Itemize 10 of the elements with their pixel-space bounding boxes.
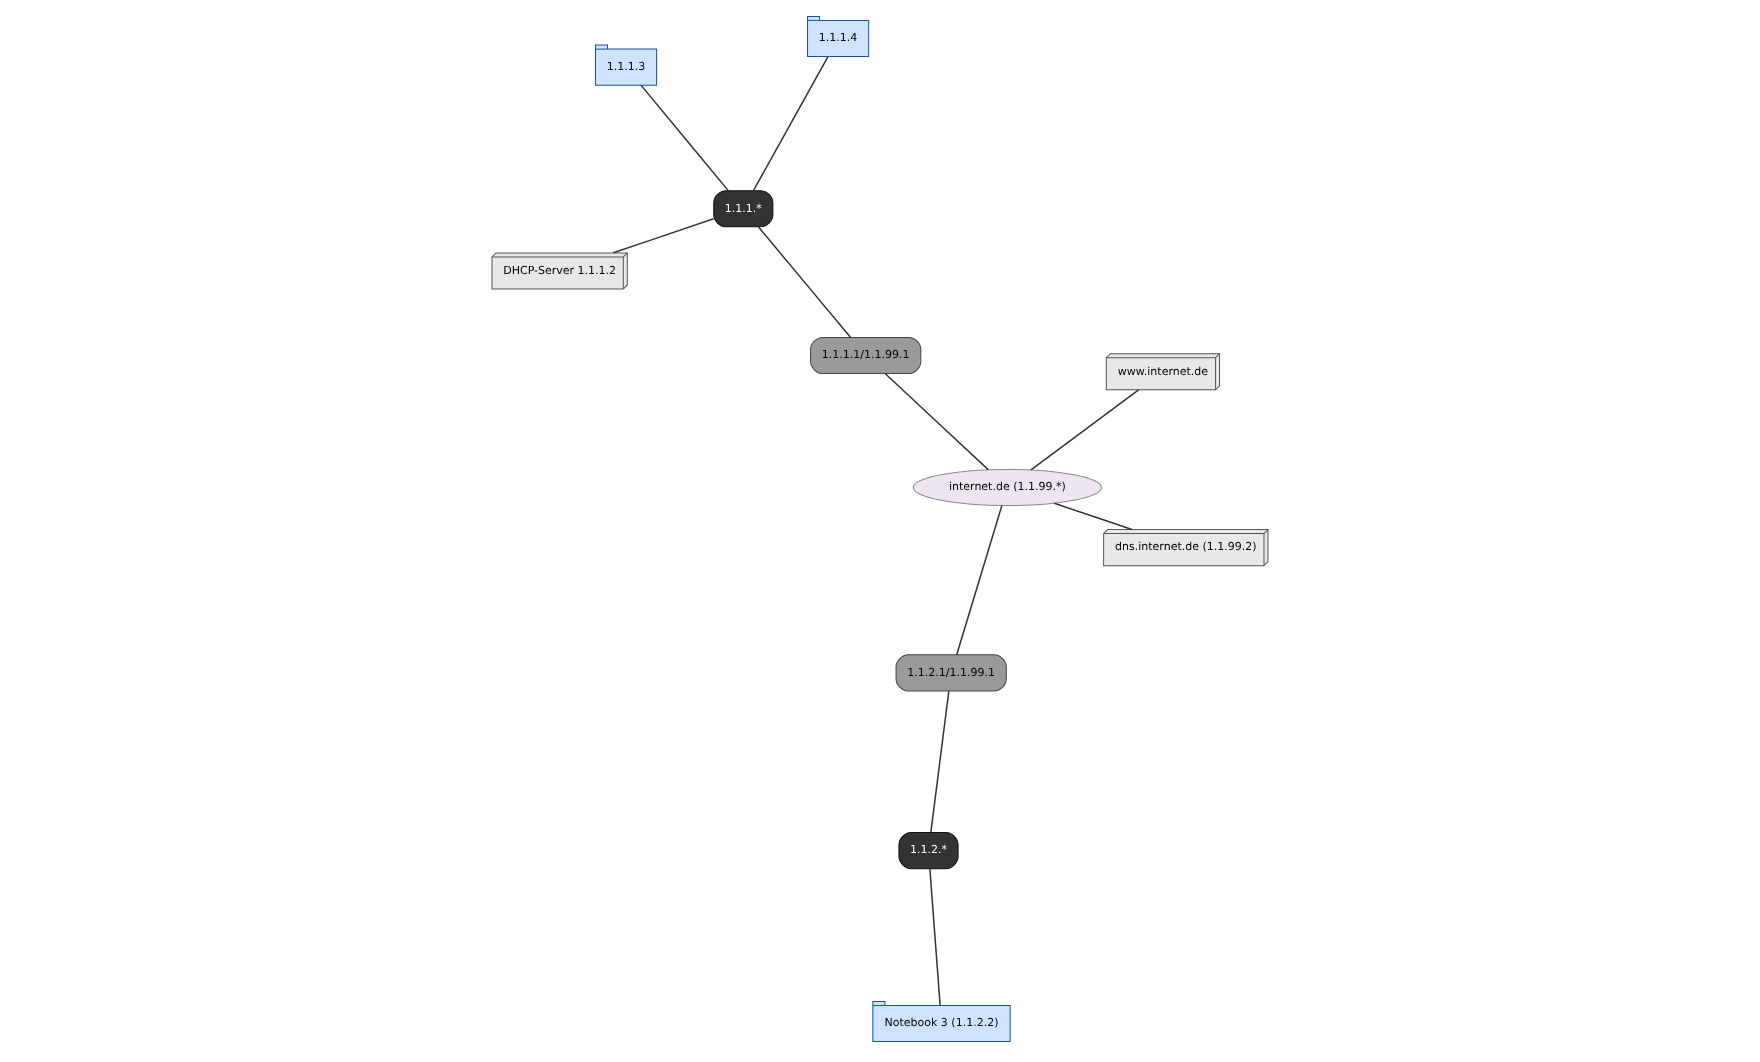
connector <box>930 690 950 834</box>
connector <box>1030 389 1140 471</box>
connector <box>929 868 941 1007</box>
connector <box>612 218 715 254</box>
connector <box>1053 502 1133 531</box>
connector <box>757 226 852 339</box>
connector <box>752 55 829 192</box>
connector <box>884 372 989 471</box>
connector <box>640 84 730 192</box>
connector <box>955 504 1003 656</box>
